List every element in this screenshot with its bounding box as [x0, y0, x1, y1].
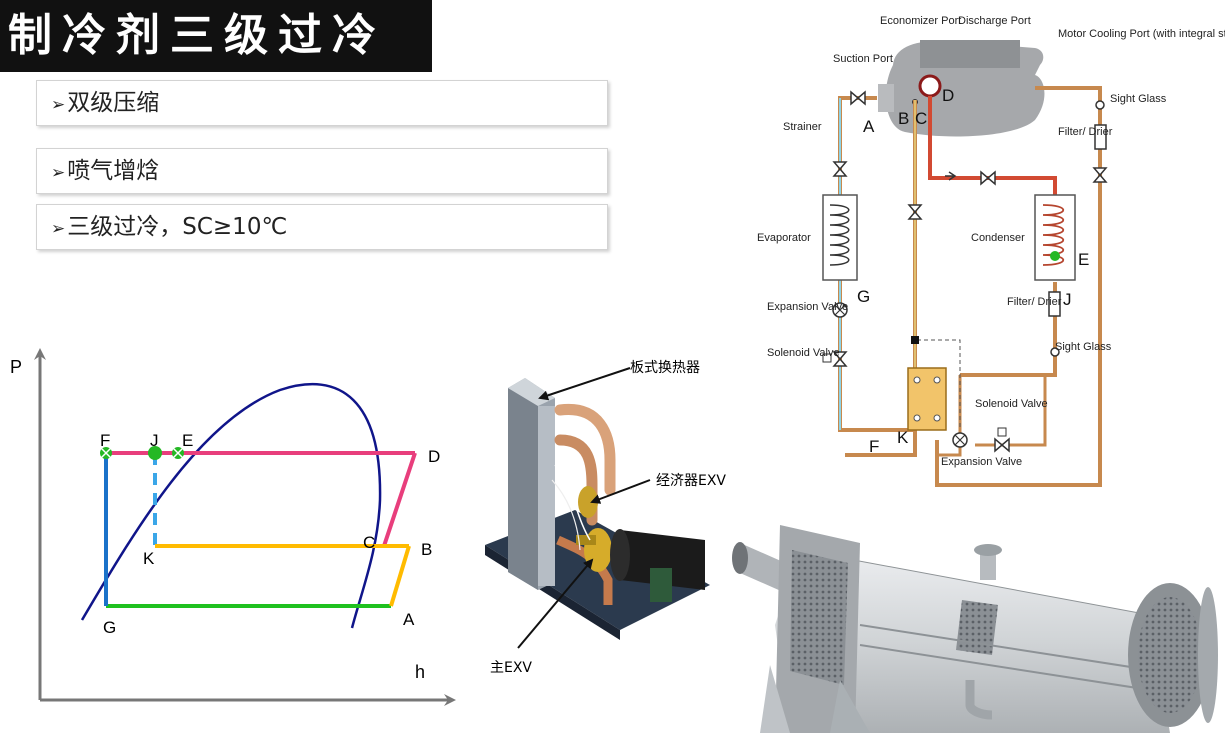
filter-drier-right-icon — [1048, 291, 1061, 317]
schem-point-j: J — [1063, 290, 1072, 309]
expansion-valve-left-label: Expansion Valve — [767, 301, 848, 313]
discharge-port-label: Discharge Port — [958, 15, 1031, 27]
ph-diagram: P h F J E D C B K G A — [10, 348, 456, 706]
point-b-label: B — [421, 540, 432, 559]
plate-hx-arrow — [538, 367, 631, 401]
condenser-icon — [1034, 194, 1076, 281]
valve-discharge-icon — [980, 170, 996, 186]
schem-point-c: C — [915, 109, 927, 128]
valve-left-upper-icon — [832, 161, 848, 177]
sight-glass-right-label: Sight Glass — [1055, 341, 1112, 353]
solenoid-valve-left-label: Solenoid Valve — [767, 347, 840, 359]
solenoid-valve-left-icon — [832, 351, 848, 367]
valve-suction-icon — [850, 90, 866, 106]
valve-econ-icon — [907, 204, 923, 220]
p-axis-label: P — [10, 357, 22, 377]
bullet-text: 双级压缩 — [67, 90, 160, 116]
strainer-label: Strainer — [783, 121, 822, 133]
plate-hx-label: 板式换热器 — [630, 359, 700, 376]
point-j-marker — [148, 446, 162, 460]
schem-point-k: K — [897, 428, 909, 447]
bullet-text: 喷气增焓 — [67, 158, 160, 184]
point-d-label: D — [428, 447, 440, 466]
point-k-label: K — [143, 549, 155, 568]
bullet-three-stage-subcooling: ➢三级过冷，SC≥10℃ — [36, 204, 608, 250]
schem-point-f: F — [869, 437, 879, 456]
point-f-marker — [100, 447, 112, 459]
valve-right-upper-icon — [1092, 167, 1108, 183]
schem-point-b: B — [898, 109, 909, 128]
schem-point-a: A — [863, 117, 875, 136]
point-e-label: E — [182, 431, 193, 450]
evaporator-icon — [822, 194, 858, 281]
shell-tube-hx-image — [732, 525, 1218, 733]
solenoid-valve-bottom-icon — [994, 437, 1010, 453]
expansion-valve-bottom-icon — [952, 432, 968, 448]
page-title: 制冷剂三级过冷 — [0, 0, 432, 72]
economizer-hx-icon — [907, 367, 947, 431]
arrow-icon: ➢ — [51, 95, 66, 115]
solenoid-valve-bottom-label: Solenoid Valve — [975, 398, 1048, 410]
arrow-icon: ➢ — [51, 219, 66, 239]
point-e-marker — [172, 447, 184, 459]
suction-port-label: Suction Port — [833, 53, 893, 65]
compression-line — [382, 452, 417, 547]
saturation-dome — [80, 382, 382, 629]
schem-point-e: E — [1078, 250, 1089, 269]
arrow-icon: ➢ — [51, 163, 66, 183]
point-g-label: G — [103, 618, 116, 637]
main-exv-label: 主EXV — [490, 660, 532, 676]
point-c-label: C — [363, 533, 375, 552]
refrigerant-circuit-schematic: Economizer Port Discharge Port Motor Coo… — [757, 15, 1225, 487]
sight-glass-top-label: Sight Glass — [1110, 93, 1167, 105]
filter-drier-top-label: Filter/ Drier — [1058, 126, 1113, 138]
filter-drier-top-icon — [1094, 124, 1107, 150]
sight-glass-top-icon — [1095, 100, 1105, 110]
schem-point-g: G — [857, 287, 870, 306]
sight-glass-right-icon — [1050, 347, 1060, 357]
bullet-two-stage: ➢双级压缩 — [36, 80, 608, 126]
bullet-vapor-injection: ➢喷气增焓 — [36, 148, 608, 194]
econ-exv-arrow — [590, 479, 651, 504]
low-stage-compression-line — [389, 545, 411, 607]
expansion-valve-left-icon — [832, 302, 848, 318]
econ-exv-label: 经济器EXV — [656, 473, 726, 489]
main-exv-arrow — [517, 558, 594, 649]
motor-cooling-port-label: Motor Cooling Port (with integral strain… — [1058, 28, 1225, 40]
point-a-label: A — [403, 610, 415, 629]
filter-drier-right-label: Filter/ Drier — [1007, 296, 1062, 308]
economizer-assembly-image: 板式换热器 经济器EXV 主EXV — [485, 359, 726, 676]
bullet-text: 三级过冷，SC≥10℃ — [67, 214, 288, 240]
economizer-port-label: Economizer Port — [880, 15, 961, 27]
point-j-label: J — [150, 431, 159, 450]
evaporator-label: Evaporator — [757, 232, 811, 244]
schem-point-d: D — [942, 86, 954, 105]
h-axis-label: h — [415, 662, 425, 682]
condenser-label: Condenser — [971, 232, 1025, 244]
point-f-label: F — [100, 431, 110, 450]
expansion-valve-bottom-label: Expansion Valve — [941, 456, 1022, 468]
